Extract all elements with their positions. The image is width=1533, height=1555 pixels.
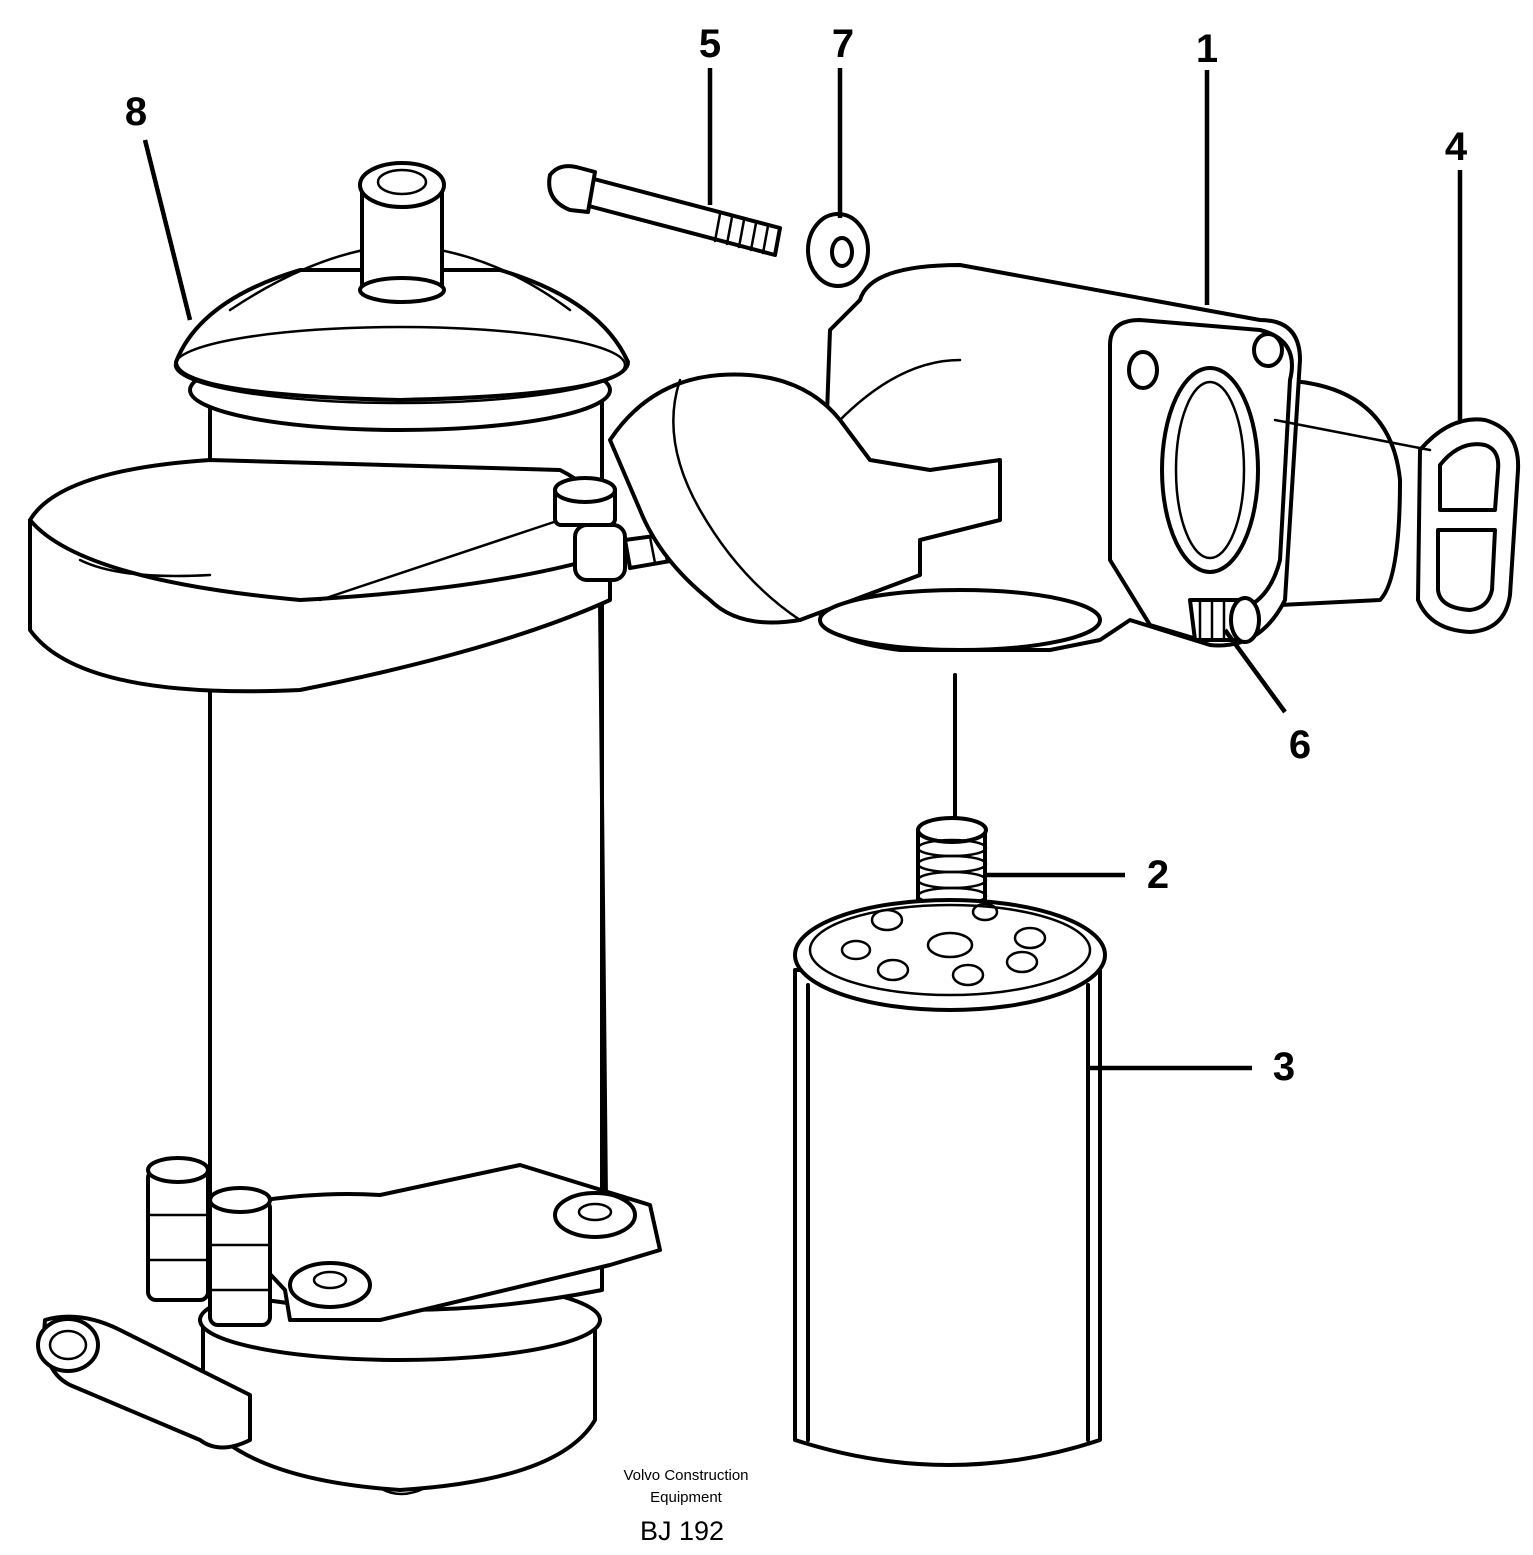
callout-7: 7	[832, 22, 854, 66]
filter-cartridge	[793, 898, 1107, 1467]
footer-line-1: Volvo Construction	[623, 1467, 748, 1484]
drawing-code: BJ 192	[640, 1516, 724, 1546]
callout-4: 4	[1445, 125, 1468, 169]
leader-8	[142, 139, 193, 321]
filter-housing	[28, 161, 707, 1496]
footer: Volvo Construction Equipment BJ 192	[623, 1467, 748, 1546]
callout-1: 1	[1196, 27, 1218, 71]
nipple	[916, 673, 988, 952]
callout-6: 6	[1289, 723, 1311, 767]
cartridge-holes	[840, 902, 1047, 987]
callout-3: 3	[1273, 1045, 1295, 1089]
gasket	[1273, 417, 1521, 634]
leader-6	[1223, 628, 1287, 714]
washer	[806, 212, 870, 288]
footer-line-2: Equipment	[650, 1489, 723, 1506]
filter-head	[608, 263, 1402, 652]
callout-labels: 1 2 3 4 5 6 7 8	[125, 22, 1468, 1089]
callout-8: 8	[125, 90, 147, 134]
leader-lines	[142, 68, 1463, 1071]
callout-2: 2	[1147, 853, 1169, 897]
callout-5: 5	[699, 22, 721, 66]
bolt	[547, 164, 782, 257]
